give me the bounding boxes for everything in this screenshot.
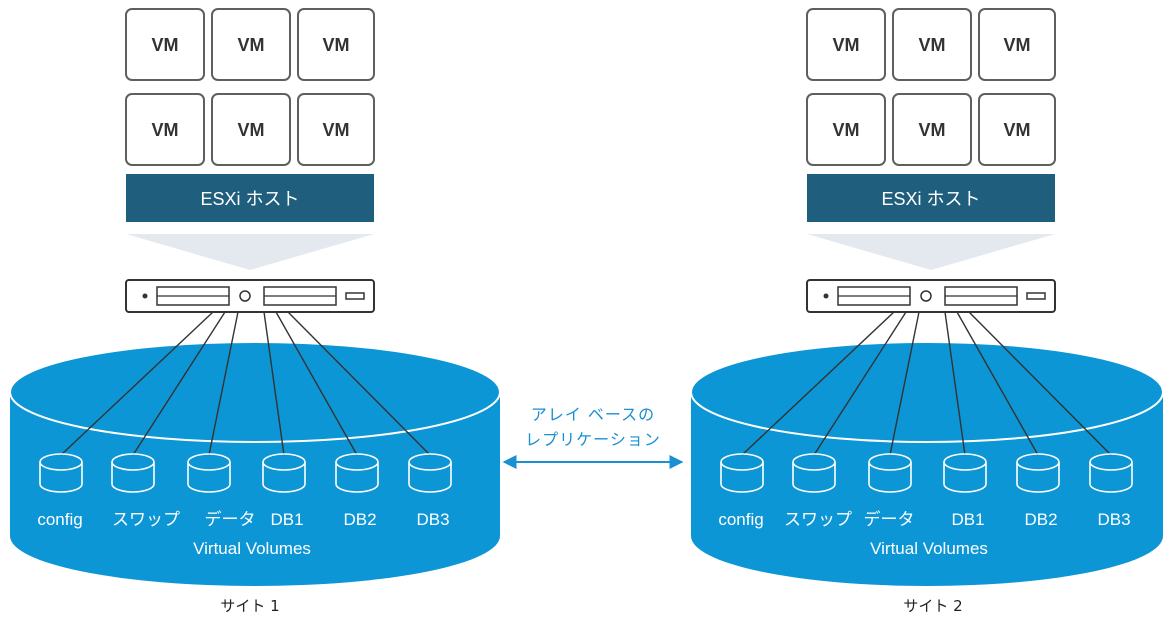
vm-box: VM — [892, 8, 972, 81]
volume-label-db2: DB2 — [343, 510, 376, 529]
vm-box: VM — [125, 8, 205, 81]
vm-box: VM — [211, 8, 291, 81]
volume-cylinder-icon — [720, 453, 764, 493]
volume-label-data: データ — [864, 509, 915, 529]
volume-icons — [720, 453, 1133, 493]
volume-cylinder-icon — [111, 453, 155, 493]
esxi-host: ESXi ホスト — [807, 174, 1055, 222]
vm-label: VM — [1004, 35, 1031, 55]
replication-label-line2: レプリケーション — [525, 430, 661, 449]
volume-label-data: データ — [205, 509, 256, 529]
esxi-host-label: ESXi ホスト — [200, 189, 299, 209]
vm-label: VM — [323, 35, 350, 55]
datastore-label: Virtual Volumes — [870, 539, 988, 558]
vm-label: VM — [152, 120, 179, 140]
site-label: サイト 1 — [220, 597, 279, 615]
replication-link: アレイ ベースの レプリケーション — [502, 405, 684, 469]
volume-label-db1: DB1 — [270, 510, 303, 529]
volume-cylinder-icon — [1016, 453, 1060, 493]
volume-connectors — [60, 311, 431, 456]
vm-box: VM — [297, 93, 375, 166]
volume-label-db3: DB3 — [416, 510, 449, 529]
volume-cylinder-icon — [1089, 453, 1133, 493]
volume-label-db3: DB3 — [1097, 510, 1130, 529]
storage-array-icon — [125, 279, 375, 313]
volume-cylinder-icon — [792, 453, 836, 493]
vm-label: VM — [833, 120, 860, 140]
vm-box: VM — [978, 8, 1056, 81]
volume-label-config: config — [37, 510, 82, 529]
volume-cylinder-icon — [868, 453, 912, 493]
volume-label-swap: スワップ — [112, 510, 180, 529]
vm-grid: VM VM VM VM VM VM — [806, 8, 1056, 166]
volume-cylinder-icon — [408, 453, 452, 493]
vm-box: VM — [211, 93, 291, 166]
host-funnel — [126, 234, 374, 270]
volume-connectors — [741, 311, 1112, 456]
site-1: VM VM VM VM VM VM — [9, 8, 501, 615]
esxi-host-label: ESXi ホスト — [881, 189, 980, 209]
volume-cylinder-icon — [335, 453, 379, 493]
volume-label-db2: DB2 — [1024, 510, 1057, 529]
volume-label-config: config — [718, 510, 763, 529]
vm-box: VM — [978, 93, 1056, 166]
datastore-cylinder — [690, 341, 1164, 586]
vm-box: VM — [806, 93, 886, 166]
vm-label: VM — [238, 120, 265, 140]
datastore-cylinder — [9, 341, 501, 586]
volume-cylinder-icon — [943, 453, 987, 493]
volume-label-db1: DB1 — [951, 510, 984, 529]
vm-label: VM — [323, 120, 350, 140]
vm-label: VM — [919, 120, 946, 140]
volume-cylinder-icon — [262, 453, 306, 493]
volume-cylinder-icon — [187, 453, 231, 493]
vm-label: VM — [152, 35, 179, 55]
vm-box: VM — [806, 8, 886, 81]
site-label: サイト 2 — [903, 597, 962, 615]
volume-label-swap: スワップ — [784, 510, 852, 529]
site-2: VM VM VM VM VM VM — [690, 8, 1164, 615]
vm-label: VM — [238, 35, 265, 55]
volume-cylinder-icon — [39, 453, 83, 493]
storage-array-icon — [806, 279, 1056, 313]
vm-label: VM — [1004, 120, 1031, 140]
vm-box: VM — [125, 93, 205, 166]
vm-box: VM — [892, 93, 972, 166]
esxi-host: ESXi ホスト — [126, 174, 374, 222]
volume-icons — [39, 453, 452, 493]
vm-label: VM — [833, 35, 860, 55]
vm-grid: VM VM VM VM VM VM — [125, 8, 375, 166]
host-funnel — [807, 234, 1055, 270]
vm-box: VM — [297, 8, 375, 81]
datastore-label: Virtual Volumes — [193, 539, 311, 558]
vm-label: VM — [919, 35, 946, 55]
replication-label-line1: アレイ ベースの — [531, 405, 655, 424]
